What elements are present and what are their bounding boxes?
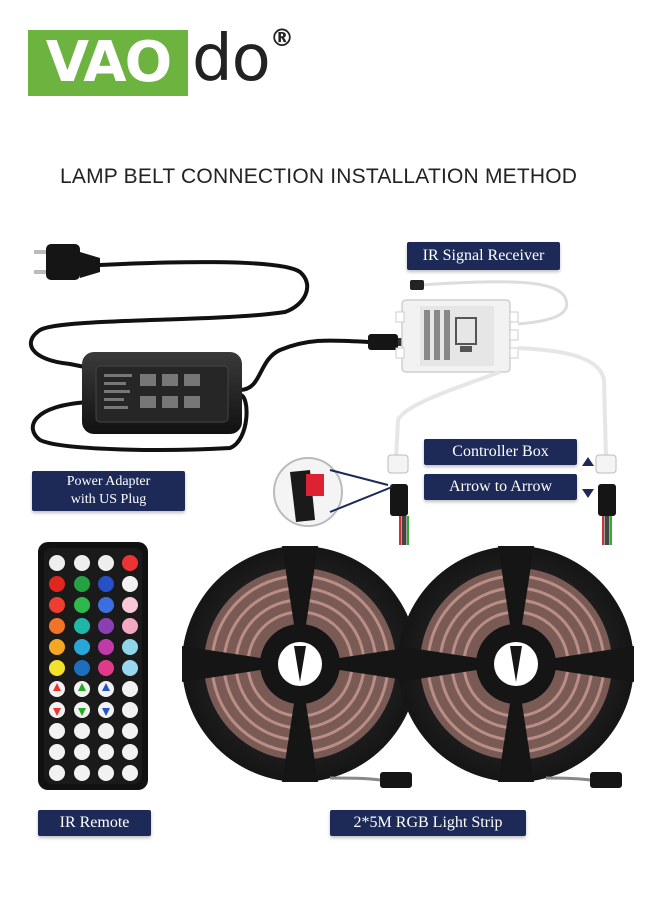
arrow-markers xyxy=(582,457,594,498)
controller-box-label: Controller Box xyxy=(424,439,577,465)
remote-top-keys xyxy=(49,555,138,571)
light-strip-label: 2*5M RGB Light Strip xyxy=(330,810,526,836)
power-adapter-label-line2: with US Plug xyxy=(70,492,147,507)
remote-color-keys xyxy=(49,576,138,676)
ir-receiver-head xyxy=(410,280,424,290)
brand-logo-box: VAO xyxy=(28,30,188,96)
us-plug xyxy=(34,244,100,280)
page-title: LAMP BELT CONNECTION INSTALLATION METHOD xyxy=(60,165,578,188)
arrow-to-arrow-label: Arrow to Arrow xyxy=(424,474,577,500)
remote-arrow-down-keys xyxy=(53,708,110,716)
strip-connectors xyxy=(387,454,617,545)
ir-remote-label: IR Remote xyxy=(38,810,151,836)
split-wires xyxy=(394,346,608,461)
led-strip-reel-left xyxy=(182,546,418,788)
power-cord xyxy=(28,260,372,452)
brand-logo-mark: VAO xyxy=(45,30,172,95)
controller-box xyxy=(395,299,519,373)
led-strip-reel-right xyxy=(398,546,634,788)
registered-mark: ® xyxy=(270,24,294,52)
remote-arrow-up-keys xyxy=(53,683,110,691)
brand-logo-text: do xyxy=(192,22,271,96)
arrow-detail-circle xyxy=(273,457,393,527)
ir-receiver-wire xyxy=(419,280,569,326)
power-adapter xyxy=(82,352,242,434)
power-adapter-label-line1: Power Adapter xyxy=(66,474,151,489)
ir-remote xyxy=(38,542,148,790)
power-adapter-label: Power Adapter with US Plug xyxy=(32,471,185,511)
ir-signal-receiver-label: IR Signal Receiver xyxy=(407,242,560,270)
